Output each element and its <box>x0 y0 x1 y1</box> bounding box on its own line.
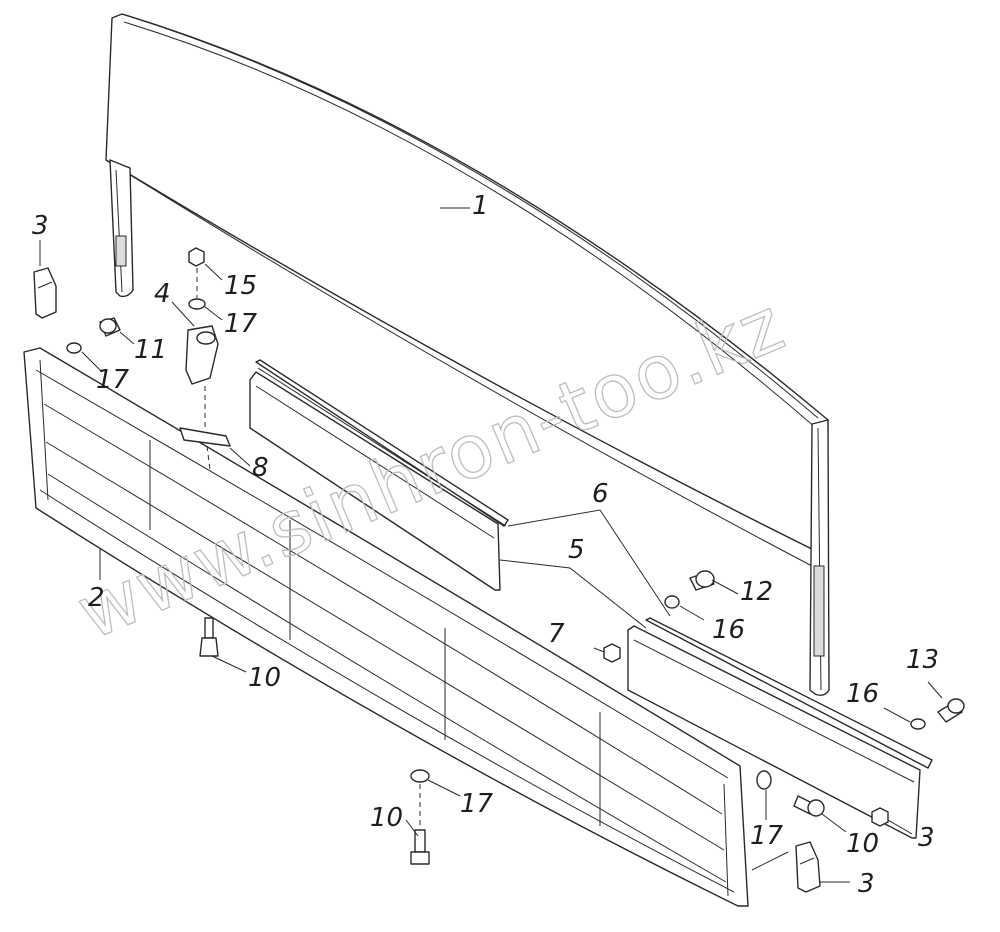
callout-4: 4 <box>154 279 171 309</box>
callout-15: 15 <box>224 271 257 301</box>
callout-5: 5 <box>568 535 585 565</box>
callout-10-left: 10 <box>248 663 281 693</box>
callout-13: 13 <box>906 645 939 675</box>
nut-3 <box>871 807 889 827</box>
callout-17-d: 17 <box>750 821 784 851</box>
callout-10-bottom: 10 <box>370 803 403 833</box>
washer-17c <box>410 769 430 783</box>
callout-17-a: 17 <box>224 309 258 339</box>
callout-16-b: 16 <box>846 679 879 709</box>
leader-lines <box>39 207 943 883</box>
callout-6: 6 <box>592 479 609 509</box>
washer-17a <box>188 298 206 310</box>
callout-12: 12 <box>740 577 773 607</box>
callout-16-a: 16 <box>712 615 745 645</box>
bolt-11 <box>99 317 121 337</box>
callout-8: 8 <box>252 453 269 483</box>
washer-16b <box>910 718 926 730</box>
bolt-12 <box>689 570 715 591</box>
callout-2: 2 <box>88 583 105 613</box>
washer-17d <box>756 770 772 790</box>
callout-3-right-bracket: 3 <box>858 869 875 899</box>
radiator-grille <box>23 347 749 907</box>
nut-7 <box>603 643 621 663</box>
bolt-10c <box>793 795 825 817</box>
callout-7: 7 <box>548 619 565 649</box>
bracket-right-bottom <box>795 841 821 893</box>
insert-panel-left <box>249 371 501 591</box>
callout-labels: 1 2 3 3 3 4 5 6 7 8 10 10 10 11 12 13 15… <box>32 191 939 899</box>
callout-1: 1 <box>472 191 489 221</box>
callout-17-b: 17 <box>96 365 130 395</box>
callout-3-left: 3 <box>32 211 49 241</box>
bolt-10b <box>410 829 430 865</box>
latch-plate <box>179 427 231 447</box>
nut-15 <box>188 247 205 267</box>
upper-panel <box>105 13 830 697</box>
latch-hook <box>185 325 219 385</box>
bolt-13 <box>937 698 965 723</box>
seal-strip-upper <box>255 359 509 527</box>
callout-17-c: 17 <box>460 789 494 819</box>
bolt-10a <box>199 617 219 657</box>
callout-11: 11 <box>134 335 167 365</box>
insert-panel-right <box>627 617 933 839</box>
callout-10-right: 10 <box>846 829 879 859</box>
washer-17b <box>66 342 82 354</box>
callout-3-right-nut: 3 <box>918 823 935 853</box>
bracket-left-top <box>33 267 57 319</box>
washer-16a <box>664 595 680 609</box>
